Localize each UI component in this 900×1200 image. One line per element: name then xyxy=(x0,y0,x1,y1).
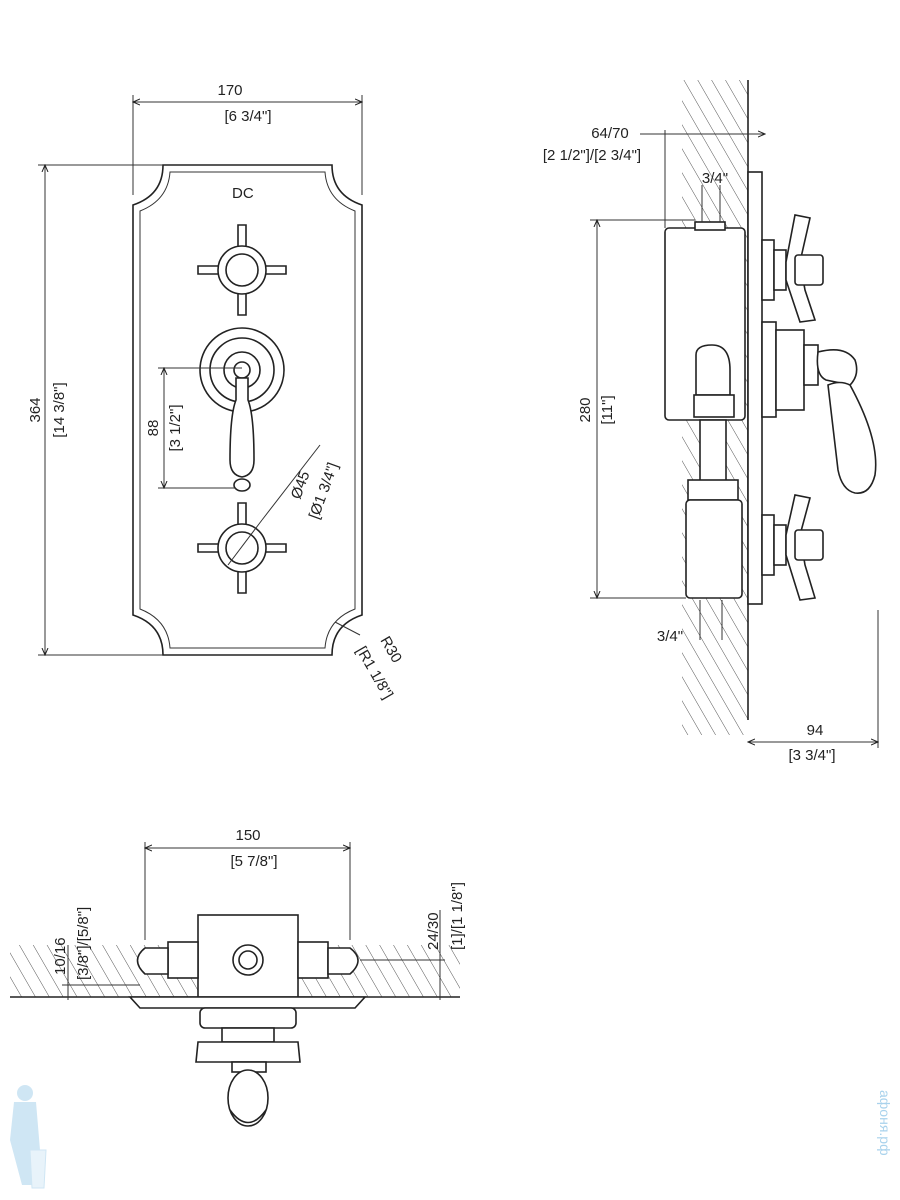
front-height-in: [14 3/8"] xyxy=(51,382,68,437)
lever-spacing-in: [3 1/2"] xyxy=(167,404,184,451)
side-height-mm: 280 xyxy=(577,397,594,422)
projection-mm: 94 xyxy=(807,722,824,739)
front-width-mm: 170 xyxy=(217,82,242,99)
top-thread-size: 3/4" xyxy=(702,170,728,187)
faceplate xyxy=(132,164,363,656)
bottom-cross-handle xyxy=(195,1041,301,1063)
depth-in: [2 1/2"]/[2 3/4"] xyxy=(543,147,641,164)
diameter-in: [Ø1 3/4"] xyxy=(306,460,342,521)
front-view: DC 170 [6 3/4"] 364 [14 3/8"] 88 [3 1/2"… xyxy=(27,82,405,702)
diameter-mm: Ø45 xyxy=(288,469,314,501)
depth-mm: 64/70 xyxy=(591,125,629,142)
front-width-in: [6 3/4"] xyxy=(224,108,271,125)
bottom-view: 150 [5 7/8"] 10/16 [3/8"]/[5/8"] 24/30 [… xyxy=(10,827,466,1127)
front-height-mm: 364 xyxy=(27,397,44,422)
top-cross-handle xyxy=(197,224,287,316)
bottom-left-in: [3/8"]/[5/8"] xyxy=(75,907,92,980)
diverter-body xyxy=(685,499,743,599)
side-lever-handle xyxy=(761,321,877,494)
bottom-width-in: [5 7/8"] xyxy=(230,853,277,870)
bottom-thread-size: 3/4" xyxy=(657,628,683,645)
lever-handle xyxy=(199,327,285,492)
bottom-left-connector xyxy=(136,941,199,979)
side-bottom-handle xyxy=(761,494,824,601)
bottom-cross-handle xyxy=(197,502,287,594)
side-view: 64/70 [2 1/2"]/[2 3/4"] 3/4" 280 [11"] 3… xyxy=(543,80,878,764)
bottom-left-mm: 10/16 xyxy=(52,937,69,975)
bottom-right-mm: 24/30 xyxy=(425,912,442,950)
lever-spacing-mm: 88 xyxy=(145,420,162,437)
side-plate xyxy=(747,171,763,605)
corner-radius-mm: R30 xyxy=(377,634,405,666)
bottom-right-in: [1]/[1 1/8"] xyxy=(449,882,466,950)
brand-logo: DC xyxy=(232,185,254,202)
bottom-valve-body xyxy=(197,914,299,998)
plumber-mascot-icon xyxy=(10,1085,47,1189)
watermark-site: афоня.рф xyxy=(877,1090,893,1156)
projection-in: [3 3/4"] xyxy=(788,747,835,764)
bottom-right-connector xyxy=(297,941,359,979)
side-height-in: [11"] xyxy=(599,395,616,424)
side-top-handle xyxy=(761,214,824,323)
bottom-width-mm: 150 xyxy=(235,827,260,844)
